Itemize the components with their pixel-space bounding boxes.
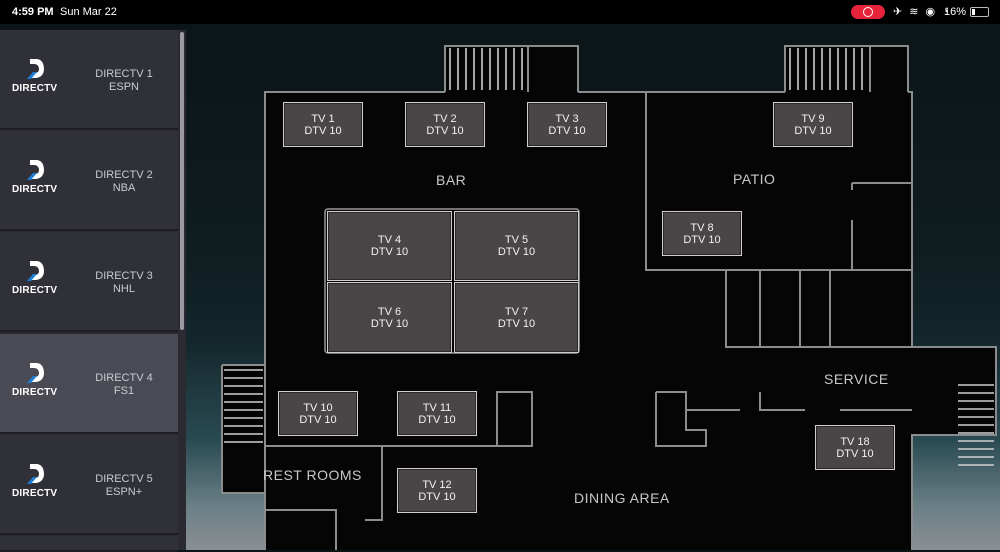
- tv-source: DTV 10: [304, 124, 342, 137]
- room-label-dining: DINING AREA: [574, 490, 670, 506]
- tv-name: TV 10: [303, 401, 333, 414]
- channel-item-2[interactable]: DIRECTV DIRECTV 2 NBA: [0, 131, 178, 231]
- tv-name: TV 4: [377, 234, 402, 246]
- directv-logo-icon: DIRECTV: [12, 362, 62, 402]
- channel-list[interactable]: DIRECTV DIRECTV 1 ESPN DIRECTV DIRECTV 2…: [0, 30, 186, 552]
- screen-recording-icon[interactable]: [851, 5, 885, 19]
- channel-item-4[interactable]: DIRECTV DIRECTV 4 FS1: [0, 334, 178, 434]
- tv-name: TV 12: [422, 478, 452, 491]
- battery-icon: [970, 7, 989, 17]
- channel-brand: DIRECTV: [12, 285, 58, 296]
- tv-name: TV 2: [433, 112, 457, 125]
- tv-name: TV 5: [504, 234, 529, 246]
- tv-source: DTV 10: [299, 413, 337, 426]
- status-date: Sun Mar 22: [60, 6, 117, 18]
- directv-logo-icon: DIRECTV: [12, 58, 62, 98]
- tv-name: TV 6: [377, 305, 402, 318]
- channel-brand: DIRECTV: [12, 488, 58, 499]
- channel-brand: DIRECTV: [12, 184, 58, 195]
- tv-source: DTV 10: [418, 413, 456, 426]
- tv-name: TV 11: [422, 401, 452, 414]
- channel-name: DIRECTV 5: [95, 473, 153, 485]
- status-time: 4:59 PM: [12, 6, 54, 18]
- channel-network: NBA: [112, 182, 136, 194]
- tv-name: TV 3: [555, 112, 579, 125]
- channel-network: NHL: [112, 283, 135, 295]
- channel-brand: DIRECTV: [12, 83, 58, 94]
- tv-source: DTV 10: [683, 233, 721, 246]
- channel-item-1[interactable]: DIRECTV DIRECTV 1 ESPN: [0, 30, 178, 130]
- channel-brand: DIRECTV: [12, 387, 58, 398]
- directv-logo-icon: DIRECTV: [12, 159, 62, 199]
- channel-item-5[interactable]: DIRECTV DIRECTV 5 ESPN+: [0, 435, 178, 535]
- tv-source: DTV 10: [497, 246, 536, 258]
- scrollbar-thumb[interactable]: [180, 32, 184, 330]
- room-label-service: SERVICE: [824, 371, 889, 387]
- channel-name: DIRECTV 3: [95, 270, 153, 282]
- tv-name: TV 8: [690, 221, 714, 234]
- tv-name: TV 7: [504, 305, 529, 318]
- directv-logo-icon: DIRECTV: [12, 463, 62, 503]
- tv-source: DTV 10: [794, 124, 832, 137]
- room-label-restrooms: REST ROOMS: [263, 467, 362, 483]
- tv-name: TV 9: [801, 112, 825, 125]
- room-label-bar: BAR: [436, 172, 467, 188]
- tv-name: TV 1: [311, 112, 335, 125]
- room-label-patio: PATIO: [733, 171, 776, 187]
- channel-network: ESPN+: [105, 486, 143, 498]
- tv-source: DTV 10: [497, 317, 536, 330]
- channel-network: FS1: [113, 385, 135, 397]
- battery-percent: 16%: [944, 6, 967, 18]
- tv-source: DTV 10: [370, 317, 409, 330]
- status-icons: ✈ ≋ ◉ ◔: [893, 6, 951, 18]
- tv-source: DTV 10: [426, 124, 464, 137]
- tv-source: DTV 10: [370, 246, 409, 258]
- tv-source: DTV 10: [548, 124, 586, 137]
- tv-source: DTV 10: [836, 447, 874, 460]
- directv-logo-icon: DIRECTV: [12, 260, 62, 300]
- status-bar: 4:59 PM Sun Mar 22 ✈ ≋ ◉ ◔ 16%: [0, 0, 1000, 24]
- tv-source: DTV 10: [418, 490, 456, 503]
- channel-network: ESPN: [109, 81, 139, 93]
- tv-name: TV 18: [840, 435, 870, 448]
- channel-item-3[interactable]: DIRECTV DIRECTV 3 NHL: [0, 232, 178, 332]
- channel-name: DIRECTV 2: [95, 169, 153, 181]
- channel-name: DIRECTV 1: [95, 68, 153, 80]
- channel-name: DIRECTV 4: [95, 372, 153, 384]
